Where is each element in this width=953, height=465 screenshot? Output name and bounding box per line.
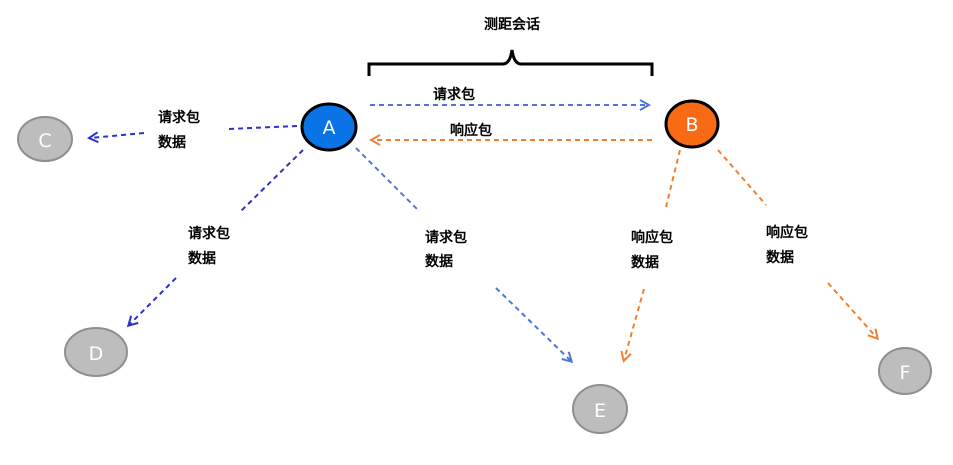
edge-a-e-label-2: 数据 bbox=[425, 253, 453, 270]
edge-a-d-tail bbox=[239, 149, 304, 213]
edge-a-c-label-2: 数据 bbox=[158, 134, 186, 151]
edge-a-d-label-2: 数据 bbox=[188, 250, 216, 267]
node-f-label: F bbox=[900, 362, 911, 384]
edge-b-f-head bbox=[827, 282, 877, 338]
edge-a-d-head bbox=[129, 277, 177, 325]
edge-b-e-head bbox=[624, 288, 645, 360]
node-a-label: A bbox=[323, 117, 336, 139]
node-a-circle bbox=[300, 102, 358, 152]
edge-a-e-head bbox=[495, 287, 571, 361]
node-d-circle bbox=[64, 327, 128, 377]
edge-b-e-label-1: 响应包 bbox=[631, 229, 673, 246]
node-f: F bbox=[878, 347, 932, 395]
node-e-label: E bbox=[594, 400, 606, 422]
edge-b-e-label-2: 数据 bbox=[631, 254, 659, 271]
node-c-label: C bbox=[38, 130, 51, 152]
node-f-circle bbox=[878, 347, 932, 395]
node-c: C bbox=[17, 116, 73, 162]
session-label: 测距会话 bbox=[484, 16, 540, 33]
node-b: B bbox=[664, 99, 720, 149]
node-d: D bbox=[64, 327, 128, 377]
node-a: A bbox=[300, 102, 358, 152]
session-bracket bbox=[367, 49, 654, 76]
node-b-label: B bbox=[685, 114, 698, 136]
edge-a-c-tail bbox=[227, 125, 298, 130]
edge-a-b-label: 请求包 bbox=[433, 86, 475, 103]
node-c-circle bbox=[17, 116, 73, 162]
node-b-circle bbox=[664, 99, 720, 149]
edge-a-c-head bbox=[90, 133, 145, 138]
node-e-circle bbox=[572, 384, 628, 434]
edge-a-e-tail bbox=[355, 147, 419, 211]
node-e: E bbox=[572, 384, 628, 434]
edge-b-e-tail bbox=[665, 149, 681, 208]
edge-a-d-label-1: 请求包 bbox=[188, 225, 230, 242]
edge-a-e-label-1: 请求包 bbox=[425, 229, 467, 246]
edge-b-f-tail bbox=[717, 149, 767, 206]
edge-b-f-label-1: 响应包 bbox=[766, 224, 808, 241]
edge-a-c-label-1: 请求包 bbox=[158, 109, 200, 126]
node-d-label: D bbox=[89, 343, 104, 365]
edge-b-a-label: 响应包 bbox=[450, 122, 492, 139]
edge-b-f-label-2: 数据 bbox=[766, 249, 794, 266]
